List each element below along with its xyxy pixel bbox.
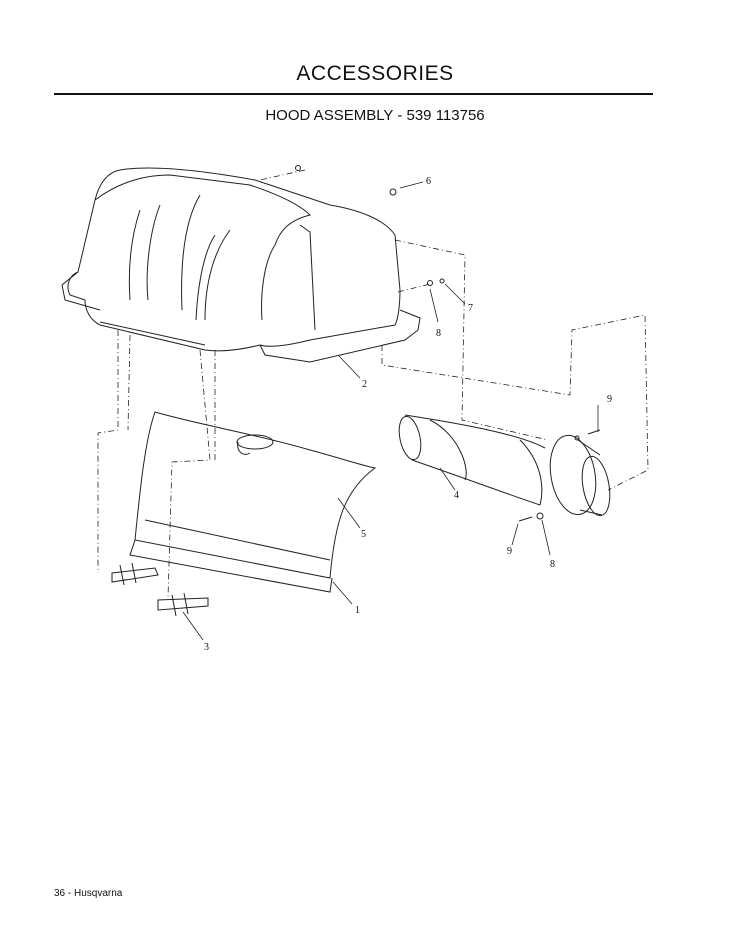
page-heading: ACCESSORIES (296, 62, 454, 85)
shield-part (129, 411, 377, 593)
callout-7: 7 (468, 303, 473, 314)
chute-part (398, 414, 611, 517)
hardware (295, 165, 601, 522)
bracket-parts (111, 562, 209, 617)
heading-rule (54, 93, 653, 95)
callout-8-upper: 8 (436, 328, 441, 339)
callout-9-upper: 9 (607, 394, 612, 405)
callout-8-lower: 8 (550, 559, 555, 570)
callout-numbers: 1 2 3 4 5 6 7 8 8 9 9 (204, 176, 612, 653)
assembly-guide-lines (97, 169, 649, 599)
callout-4: 4 (454, 490, 459, 501)
page-footer: 36 - Husqvarna (54, 888, 123, 899)
exploded-parts-diagram: 1 2 3 4 5 6 7 8 8 9 9 (61, 165, 649, 653)
hood-part (61, 167, 421, 363)
leader-lines (182, 181, 599, 641)
callout-5: 5 (361, 529, 366, 540)
callout-2: 2 (362, 379, 367, 390)
callout-3: 3 (204, 642, 209, 653)
callout-9-lower: 9 (507, 546, 512, 557)
assembly-title: HOOD ASSEMBLY - 539 113756 (265, 107, 485, 124)
callout-6: 6 (426, 176, 431, 187)
callout-1: 1 (355, 605, 360, 616)
